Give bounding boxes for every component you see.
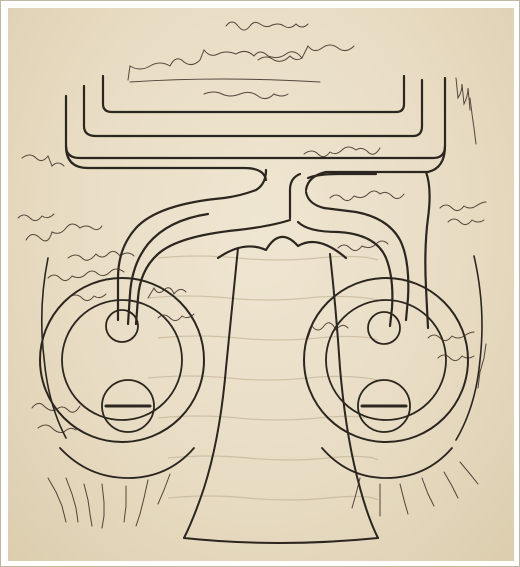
- manuscript-page: [8, 8, 514, 561]
- optic-tract: [66, 146, 445, 218]
- header-calligraphy: [128, 22, 354, 99]
- left-labels: [18, 155, 194, 528]
- eye-anatomy-drawing: [8, 8, 514, 561]
- bleed-through-text: [148, 256, 378, 500]
- left-eye: [40, 258, 204, 478]
- nerve-bands: [66, 76, 445, 158]
- left-optic-nerve: [118, 198, 290, 324]
